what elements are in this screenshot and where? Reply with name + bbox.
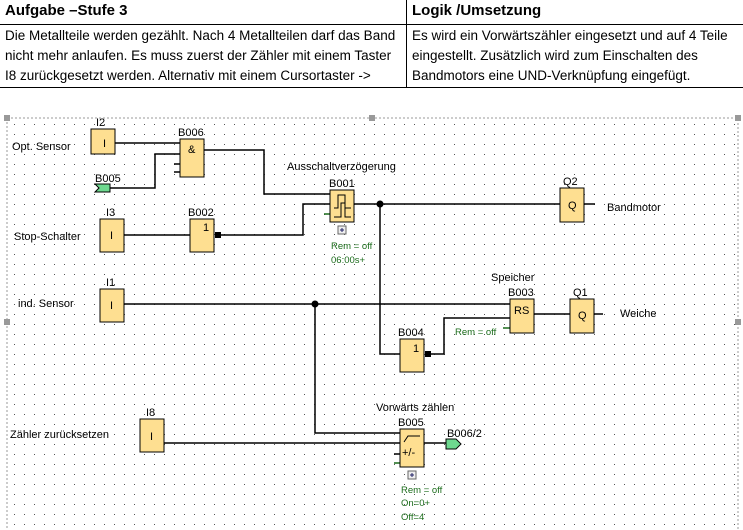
off-delay-icon	[334, 194, 351, 218]
block-i1	[99, 288, 125, 323]
block-symbol: I	[103, 138, 106, 150]
block-symbol: &	[188, 144, 196, 156]
label-opt-sensor: Opt. Sensor	[12, 141, 71, 153]
wires	[110, 142, 603, 455]
param-text: Rem = off	[331, 241, 373, 252]
connector-b006-2[interactable]	[445, 438, 462, 450]
label-ausschalt: Ausschaltverzögerung	[287, 161, 396, 173]
edge-icon	[403, 435, 420, 443]
junction	[311, 300, 319, 308]
header-task: Aufgabe –Stufe 3	[0, 0, 407, 25]
label-vorwaerts: Vorwärts zählen	[376, 402, 454, 414]
block-name: Q1	[573, 287, 588, 299]
block-name: B005	[398, 417, 424, 429]
negation-marker	[215, 232, 221, 238]
block-i3	[99, 218, 125, 253]
block-symbol: RS	[514, 305, 529, 317]
connector-label: B006/2	[447, 428, 482, 440]
block-b004	[399, 338, 425, 373]
block-symbol: +/-	[402, 447, 415, 459]
expand-icon[interactable]	[337, 225, 347, 235]
junction	[376, 200, 384, 208]
label-speicher: Speicher	[491, 272, 535, 284]
block-name: I2	[96, 117, 105, 129]
param-text: Rem = off	[401, 485, 443, 496]
block-q1	[569, 298, 595, 334]
logic-text: Es wird ein Vorwärtszähler eingesetzt un…	[406, 24, 743, 88]
block-symbol: I	[110, 230, 113, 242]
block-symbol: Q	[578, 310, 587, 322]
block-i8	[139, 418, 165, 453]
param-text: Rem = off	[455, 327, 497, 338]
block-name: I8	[146, 407, 155, 419]
task-text: Die Metallteile werden gezählt. Nach 4 M…	[0, 24, 407, 88]
label-bandmotor: Bandmotor	[607, 202, 661, 214]
header-logic: Logik /Umsetzung	[406, 0, 743, 25]
connector-label: B005	[95, 173, 121, 185]
connector-b005[interactable]	[93, 183, 111, 193]
unused-pins	[324, 213, 510, 464]
block-name: B003	[508, 287, 534, 299]
label-ind-sensor: ind. Sensor	[18, 298, 74, 310]
grid	[7, 118, 738, 530]
expand-icon[interactable]	[407, 470, 417, 480]
label-weiche: Weiche	[620, 308, 656, 320]
block-b003	[509, 298, 535, 334]
block-b002	[189, 218, 215, 253]
label-zaehler-reset: Zähler zurücksetzen	[10, 429, 109, 441]
param-text: Off=4	[401, 512, 424, 523]
block-name: I1	[106, 277, 115, 289]
block-name: B006	[178, 127, 204, 139]
block-b006	[179, 138, 205, 178]
param-text: On=0+	[401, 498, 431, 509]
block-q2	[559, 187, 585, 223]
block-symbol: 1	[203, 222, 209, 234]
negation-marker	[425, 351, 431, 357]
block-i2	[90, 128, 116, 155]
block-symbol: 1	[413, 343, 419, 355]
param-text: 06:00s+	[331, 255, 366, 266]
block-name: B004	[398, 327, 424, 339]
block-name: B002	[188, 207, 214, 219]
label-stop-schalter: Stop-Schalter	[14, 231, 81, 243]
block-symbol: Q	[568, 200, 577, 212]
block-name: B001	[329, 178, 355, 190]
block-symbol: I	[110, 300, 113, 312]
resize-handles[interactable]	[4, 115, 741, 325]
block-symbol: I	[150, 431, 153, 443]
block-name: I3	[106, 207, 115, 219]
block-name: Q2	[563, 176, 578, 188]
block-b005	[399, 428, 425, 468]
